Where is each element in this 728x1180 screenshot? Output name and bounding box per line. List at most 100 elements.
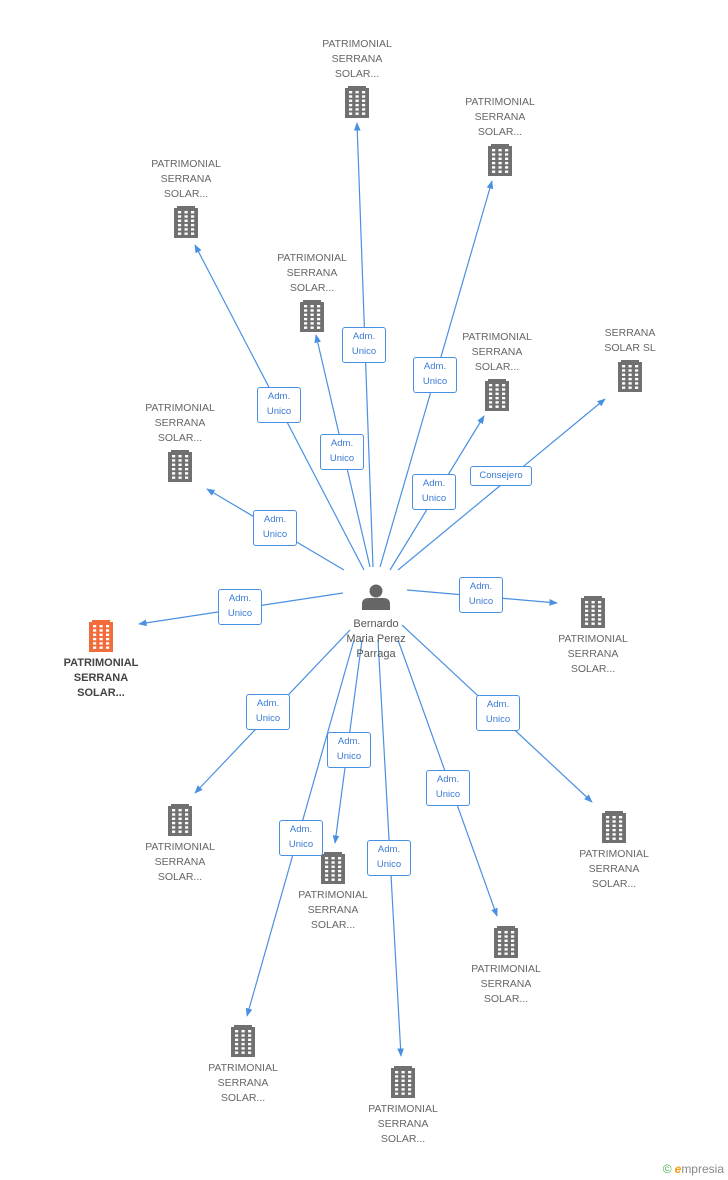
company-label-n11[interactable]: PATRIMONIAL SERRANA SOLAR... [559,847,669,892]
company-label-line: PATRIMONIAL [322,38,392,50]
brand-logo: ©empresia [663,1162,724,1176]
edge-label-line: Unico [227,608,253,619]
edge-label-line: Adm. [256,698,280,709]
edge-label-line: Adm. [436,774,460,785]
edge-label-n6[interactable]: Consejero [470,466,532,486]
edge-label-line: Adm. [486,699,510,710]
edge-label-line: Unico [266,406,292,417]
building-icon [485,379,509,411]
edge-label-line: Adm. [267,391,291,402]
person-name-line: Bernardo [353,618,399,630]
edge-label-n12[interactable]: Adm. Unico [327,732,371,768]
company-label-line: SOLAR... [310,919,356,931]
edge-label-line: Adm. [422,478,446,489]
edge-label-line: Unico [422,376,448,387]
edge-label-line: Unico [262,529,288,540]
edge-label-line: Unico [336,751,362,762]
building-icon [345,86,369,118]
edge-label-n13[interactable]: Adm. Unico [426,770,470,806]
building-icon [494,926,518,958]
edge-label-n8[interactable]: Adm. Unico [218,589,262,625]
company-label-line: SERRANA [567,648,619,660]
edge-label-n2[interactable]: Adm. Unico [413,357,457,393]
edge-label-line: Unico [255,713,281,724]
building-icon [602,811,626,843]
company-label-line: SERRANA [474,111,526,123]
edge-label-n11[interactable]: Adm. Unico [476,695,520,731]
company-label-line: PATRIMONIAL [151,158,221,170]
company-label-line: SOLAR... [591,878,637,890]
building-icon [168,804,192,836]
brand-initial: e [674,1162,682,1176]
company-label-n14[interactable]: PATRIMONIAL SERRANA SOLAR... [188,1061,298,1106]
edge-label-line: Adm. [469,581,493,592]
building-icon [581,596,605,628]
company-label-line: SOLAR... [483,993,529,1005]
person-icon [362,584,390,610]
person-name-line: Parraga [356,648,396,660]
company-label-line: PATRIMONIAL [298,889,368,901]
company-label-line: SERRANA [377,1118,429,1130]
company-label-line: PATRIMONIAL [462,331,532,343]
copyright-symbol: © [662,1162,672,1176]
company-label-line: SOLAR... [157,871,203,883]
company-label-line: SERRANA [154,417,206,429]
building-icon [174,206,198,238]
company-label-n6[interactable]: SERRANA SOLAR SL [575,326,685,356]
edge-label-line: Consejero [479,470,523,481]
edge-label-n5[interactable]: Adm. Unico [412,474,456,510]
edge-label-line: Adm. [423,361,447,372]
company-label-line: SERRANA [588,863,640,875]
company-label-line: SOLAR... [220,1092,266,1104]
edge-label-line: Unico [421,493,447,504]
company-label-line: PATRIMONIAL [208,1062,278,1074]
company-label-line: PATRIMONIAL [277,252,347,264]
company-label-line: SOLAR... [570,663,616,675]
edge-label-n15[interactable]: Adm.Unico [367,840,411,876]
company-label-line: SOLAR SL [604,342,656,354]
person-name-line: Maria Perez [346,633,406,645]
company-label-line: SERRANA [73,672,129,684]
company-label-line: SOLAR... [474,361,520,373]
company-label-n2[interactable]: PATRIMONIAL SERRANA SOLAR... [445,95,555,140]
company-label-line: SOLAR... [477,126,523,138]
company-label-line: SERRANA [307,904,359,916]
company-label-line: SERRANA [604,327,656,339]
edge-label-n9[interactable]: Adm.Unico [459,577,503,613]
edge-label-n1[interactable]: Adm.Unico [342,327,386,363]
company-label-n12[interactable]: PATRIMONIAL SERRANA SOLAR... [278,888,388,933]
company-label-line: SOLAR... [157,432,203,444]
company-label-line: PATRIMONIAL [579,848,649,860]
edge-label-n14[interactable]: Adm.Unico [279,820,323,856]
edge-label-line: Unico [288,839,314,850]
company-label-line: SERRANA [154,856,206,868]
edge-label-n3[interactable]: Adm. Unico [257,387,301,423]
edge-label-line: Unico [351,346,377,357]
company-label-line: PATRIMONIAL [465,96,535,108]
company-label-line: SERRANA [217,1077,269,1089]
edge-label-line: Unico [485,714,511,725]
edge-label-n4[interactable]: Adm. Unico [320,434,364,470]
edge-label-line: Adm. [228,593,252,604]
edge-label-n10[interactable]: Adm. Unico [246,694,290,730]
edge-label-line: Adm. [377,844,401,855]
edge-label-n7[interactable]: Adm.Unico [253,510,297,546]
edge-label-line: Adm. [330,438,354,449]
edge-label-line: Adm. [337,736,361,747]
company-label-line: SERRANA [286,267,338,279]
edge-label-line: Unico [435,789,461,800]
company-label-line: SOLAR... [334,68,380,80]
company-label-line: SOLAR... [380,1133,426,1145]
edge-label-line: Unico [329,453,355,464]
